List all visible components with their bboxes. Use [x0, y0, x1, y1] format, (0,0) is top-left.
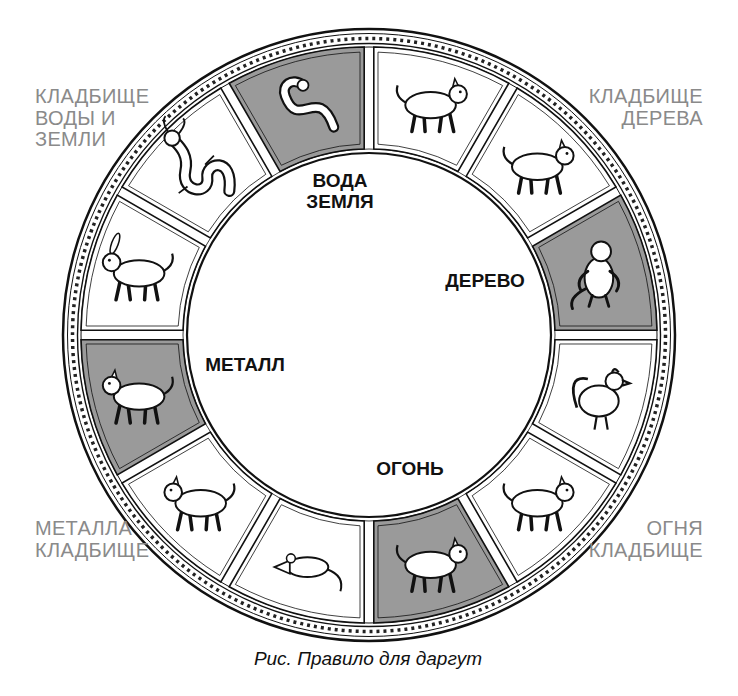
element-label: МЕТАЛЛ — [205, 355, 285, 376]
animal-figure — [164, 477, 234, 530]
animal-figure — [504, 140, 574, 193]
rim-ornament — [73, 39, 666, 632]
cemetery-label: МЕТАЛЛА КЛАДБИЩЕ — [35, 518, 149, 561]
element-label: ДЕРЕВО — [445, 271, 525, 292]
animal-figure — [164, 116, 230, 193]
rim-line — [78, 44, 661, 627]
wheel-group — [63, 29, 675, 641]
element-label: ВОДА ЗЕМЛЯ — [306, 171, 373, 212]
inner-circle — [187, 153, 551, 517]
animal-figure — [284, 80, 333, 127]
animal-figure — [397, 79, 467, 132]
animal-figure — [572, 242, 619, 309]
cemetery-label: ОГНЯ КЛАДБИЩЕ — [589, 518, 703, 561]
element-label: ОГОНЬ — [376, 459, 443, 480]
zodiac-cell — [374, 498, 509, 623]
cell-inner-border — [539, 344, 652, 469]
animal-figure — [103, 232, 173, 300]
cell-inner-border — [378, 52, 503, 165]
cell-inner-border — [86, 344, 199, 469]
zodiac-cell — [532, 195, 657, 330]
cell-band — [81, 47, 657, 623]
animal-figure — [274, 554, 341, 591]
cell-inner-border — [539, 201, 652, 326]
cell-inner-border — [86, 201, 199, 326]
cemetery-label: КЛАДБИЩЕ ВОДЫ И ЗЕМЛИ — [35, 86, 149, 151]
cemetery-label: КЛАДБИЩЕ ДЕРЕВА — [589, 86, 703, 129]
cell-inner-border — [235, 52, 360, 165]
animal-figure — [504, 477, 574, 530]
outer-rim — [63, 29, 675, 641]
animal-figure — [103, 370, 173, 423]
inner-rim — [183, 149, 555, 521]
animal-figure — [573, 369, 629, 430]
cell-inner-border — [235, 505, 360, 618]
zodiac-cell — [81, 340, 206, 475]
cell-inner-border — [378, 505, 503, 618]
rim-line — [68, 34, 671, 637]
zodiac-cell — [229, 47, 364, 172]
figure-caption: Рис. Правило для даргут — [254, 648, 482, 670]
animal-figure — [397, 538, 467, 591]
